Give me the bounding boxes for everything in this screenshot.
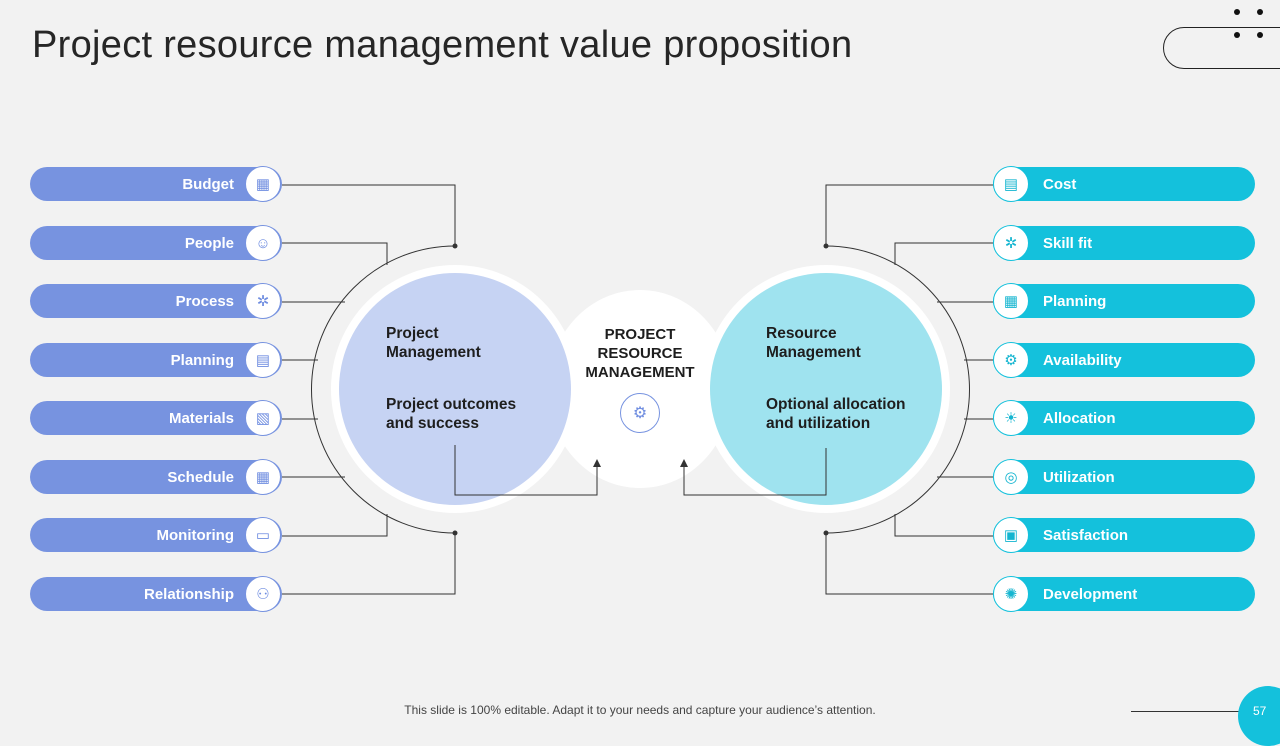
item-label: Utilization [1043,468,1115,486]
schedule-icon: ▦ [245,459,281,495]
decorative-dot [1234,32,1240,38]
right-circle-body: Optional allocation and utilization [766,396,906,432]
satisfaction-icon: ▣ [993,517,1029,553]
right-item-planning: Planning [993,284,1255,318]
right-arrow-head [680,459,688,467]
center-title: PROJECT RESOURCE MANAGEMENT [585,326,695,381]
connector-satisfaction [894,514,993,537]
connector-lines [282,184,993,595]
connector-people [282,242,388,265]
item-label: Planning [1043,292,1107,310]
connector-cost [825,184,993,246]
right-item-allocation: Allocation [993,401,1255,435]
availability-icon: ⚙ [993,342,1029,378]
item-label: Cost [1043,175,1077,193]
connector-monitoring [282,514,388,537]
left-circle-heading: Project Management [386,325,481,361]
left-item-materials: Materials [30,401,282,435]
connector-development [825,533,993,595]
left-item-schedule: Schedule [30,460,282,494]
cost-icon: ▤ [993,166,1029,202]
right-item-skill-fit: Skill fit [993,226,1255,260]
left-arrow-head [593,459,601,467]
right-item-development: Development [993,577,1255,611]
item-label: People [184,234,234,252]
item-label: Process [175,292,234,310]
left-circle-body: Project outcomes and success [386,396,517,432]
junction-dot [452,243,458,249]
utilization-icon: ◎ [993,459,1029,495]
planning-grid-icon: ▦ [993,283,1029,319]
monitoring-icon: ▭ [245,517,281,553]
left-item-relationship: Relationship [30,577,282,611]
planning-icon: ▤ [245,342,281,378]
left-item-process: Process [30,284,282,318]
right-arrow-line [683,448,827,496]
page-number: 57 [1253,704,1267,718]
item-label: Schedule [167,468,234,486]
item-label: Relationship [143,585,234,603]
materials-icon: ▧ [245,400,281,436]
connector-budget [282,184,456,246]
item-label: Skill fit [1043,234,1093,252]
page-title: Project resource management value propos… [32,24,853,66]
decorative-dot [1234,9,1240,15]
item-label: Availability [1043,351,1122,369]
decorative-pill [1163,27,1280,69]
process-icon: ✲ [245,283,281,319]
left-item-planning: Planning [30,343,282,377]
footer-divider [1131,711,1241,712]
connector-relationship [282,533,456,595]
right-circle-heading: Resource Management [766,325,861,361]
right-item-satisfaction: Satisfaction [993,518,1255,552]
item-label: Development [1043,585,1138,603]
item-label: Monitoring [156,526,234,544]
junction-dot [823,530,829,536]
item-label: Satisfaction [1043,526,1129,544]
connector-skill-fit [894,242,993,265]
right-item-cost: Cost [993,167,1255,201]
left-item-people: People [30,226,282,260]
development-icon: ✺ [993,576,1029,612]
right-outer-arc [825,245,970,534]
right-item-availability: Availability [993,343,1255,377]
left-arrow-line [454,445,598,496]
center-arrows [454,445,827,496]
people-icon: ☺ [245,225,281,261]
junction-dot [452,530,458,536]
team-gear-icon: ⚙ [620,393,660,433]
item-label: Materials [168,409,234,427]
left-outer-arc [311,245,456,534]
junction-dot [823,243,829,249]
item-label: Allocation [1043,409,1116,427]
item-label: Planning [170,351,234,369]
decorative-dot [1257,9,1263,15]
decorative-dot [1257,32,1263,38]
left-item-budget: Budget [30,167,282,201]
skill-fit-icon: ✲ [993,225,1029,261]
right-item-utilization: Utilization [993,460,1255,494]
left-item-monitoring: Monitoring [30,518,282,552]
footer-note: This slide is 100% editable. Adapt it to… [404,703,876,717]
budget-icon: ▦ [245,166,281,202]
relationship-icon: ⚇ [245,576,281,612]
item-label: Budget [182,175,234,193]
allocation-icon: ☀ [993,400,1029,436]
